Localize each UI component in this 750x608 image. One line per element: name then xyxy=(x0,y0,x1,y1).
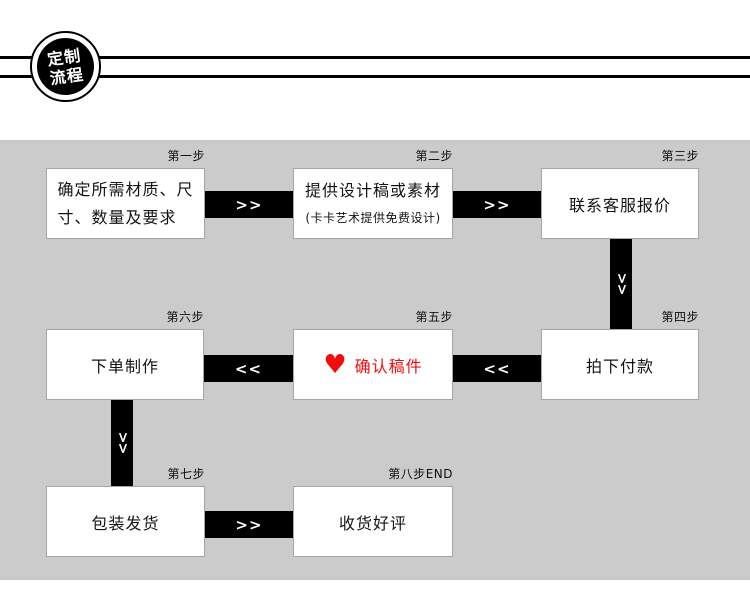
step-3: 第三步 联系客服报价 xyxy=(541,149,699,239)
step-3-text: 联系客服报价 xyxy=(568,195,671,215)
arrow-right-step7-step8: >> xyxy=(205,511,293,538)
arrow-down-step6-step7: > > xyxy=(111,400,133,486)
step-2-text-line2: (卡卡艺术提供免费设计) xyxy=(305,210,441,225)
step-1-box: 确定所需材质、尺 寸、数量及要求 xyxy=(46,168,205,239)
arrow-left-step4-step5: << xyxy=(453,355,541,382)
step-1-label: 第一步 xyxy=(167,149,205,163)
heart-icon: ♥ xyxy=(323,349,348,380)
arrow-left-step5-step6: << xyxy=(204,355,293,382)
chevron-down-icon: > xyxy=(613,283,630,296)
step-4-text: 拍下付款 xyxy=(585,356,654,376)
step-1-text: 确定所需材质、尺 寸、数量及要求 xyxy=(57,176,193,232)
step-5-label: 第五步 xyxy=(415,310,453,324)
chevron-down-icon: > xyxy=(114,442,131,455)
step-7-text: 包装发货 xyxy=(91,513,160,533)
step-8-text: 收货好评 xyxy=(338,513,407,533)
step-8: 第八步END 收货好评 xyxy=(293,467,453,557)
step-3-box: 联系客服报价 xyxy=(541,168,699,239)
arrow-right-step2-step3: >> xyxy=(453,191,541,218)
double-chevron-right-icon: >> xyxy=(235,195,263,214)
header-rule-bottom xyxy=(0,75,750,78)
step-2-box: 提供设计稿或素材 (卡卡艺术提供免费设计) xyxy=(293,168,453,239)
header-rule-top xyxy=(0,56,750,59)
step-1: 第一步 确定所需材质、尺 寸、数量及要求 xyxy=(46,149,205,239)
step-2-text-line1: 提供设计稿或素材 xyxy=(304,180,441,200)
step-5-text: 确认稿件 xyxy=(354,356,423,376)
step-4-label: 第四步 xyxy=(661,310,699,324)
step-8-label: 第八步END xyxy=(388,467,453,481)
double-chevron-right-icon: >> xyxy=(483,195,511,214)
step-8-box: 收货好评 xyxy=(293,486,453,557)
step-2-label: 第二步 xyxy=(415,149,453,163)
double-chevron-left-icon: << xyxy=(483,359,511,378)
step-7-label: 第七步 xyxy=(167,467,205,481)
step-4-box: 拍下付款 xyxy=(541,329,699,400)
step-1-text-line2: 寸、数量及要求 xyxy=(57,207,177,227)
step-3-label: 第三步 xyxy=(661,149,699,163)
step-6-box: 下单制作 xyxy=(46,329,204,400)
step-7: 第七步 包装发货 xyxy=(46,467,205,557)
process-badge: 定制 流程 xyxy=(30,31,101,102)
step-5: 第五步 ♥ 确认稿件 xyxy=(293,310,453,400)
arrow-right-step1-step2: >> xyxy=(205,191,293,218)
step-5-box: ♥ 确认稿件 xyxy=(293,329,453,400)
step-7-box: 包装发货 xyxy=(46,486,205,557)
flowchart-area: 第一步 确定所需材质、尺 寸、数量及要求 >> 第二步 提供设计稿或素材 (卡卡… xyxy=(0,140,750,580)
arrow-down-step3-step4: > > xyxy=(610,239,632,329)
step-6: 第六步 下单制作 xyxy=(46,310,204,400)
chevron-down-icon: > xyxy=(114,431,131,444)
step-5-content: ♥ 确认稿件 xyxy=(323,352,422,378)
double-chevron-right-icon: >> xyxy=(235,515,263,534)
double-chevron-left-icon: << xyxy=(234,359,263,378)
process-badge-disc: 定制 流程 xyxy=(33,34,98,99)
step-6-label: 第六步 xyxy=(166,310,204,324)
step-4: 第四步 拍下付款 xyxy=(541,310,699,400)
step-2: 第二步 提供设计稿或素材 (卡卡艺术提供免费设计) xyxy=(293,149,453,239)
chevron-down-icon: > xyxy=(613,272,630,285)
step-6-text: 下单制作 xyxy=(90,356,159,376)
badge-text-line2: 流程 xyxy=(48,64,85,88)
step-1-text-line1: 确定所需材质、尺 xyxy=(57,179,194,199)
